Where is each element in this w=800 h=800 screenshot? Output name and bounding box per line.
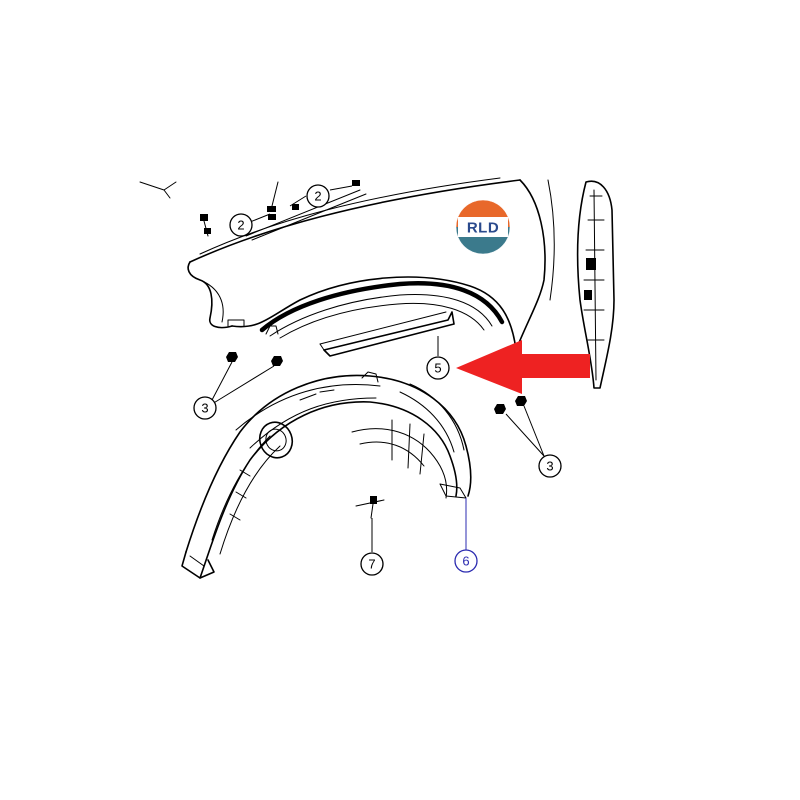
callout-6: 6 [454,549,478,573]
side-bracket [576,180,615,389]
fastener-group-part-2 [200,180,367,241]
callout-label: 7 [368,557,375,572]
clip-icon [352,180,360,186]
callout-label: 2 [237,218,244,233]
rld-logo: RLD [455,199,511,255]
nut-icon [226,352,238,362]
callout-label: 3 [201,401,208,416]
callout-label: 6 [462,554,469,569]
callout-label: 5 [434,361,441,376]
callout-5: 5 [426,356,450,380]
nut-icon [515,396,527,406]
callout-2-a: 2 [229,213,253,237]
wheelhouse-liner-part-6 [181,371,472,579]
callout-7: 7 [360,552,384,576]
callout-3-b: 3 [538,454,562,478]
molding-strip-part-5 [319,311,455,357]
clip-icon [292,204,299,210]
callout-2-b: 2 [306,184,330,208]
clip-icon [268,214,276,220]
nut-icon [271,356,283,366]
red-pointer-arrow-icon [456,340,590,394]
leader-lines [211,185,545,552]
nut-icon [494,404,506,414]
screw-icon [267,181,279,212]
logo-text: RLD [467,220,499,237]
clip-icon [204,228,211,234]
callout-label: 2 [314,189,321,204]
nut-group-part-3 [226,352,527,414]
callout-label: 3 [546,459,553,474]
fender-panel [139,177,555,351]
callout-3-a: 3 [193,396,217,420]
push-pin-part-7 [355,496,385,519]
